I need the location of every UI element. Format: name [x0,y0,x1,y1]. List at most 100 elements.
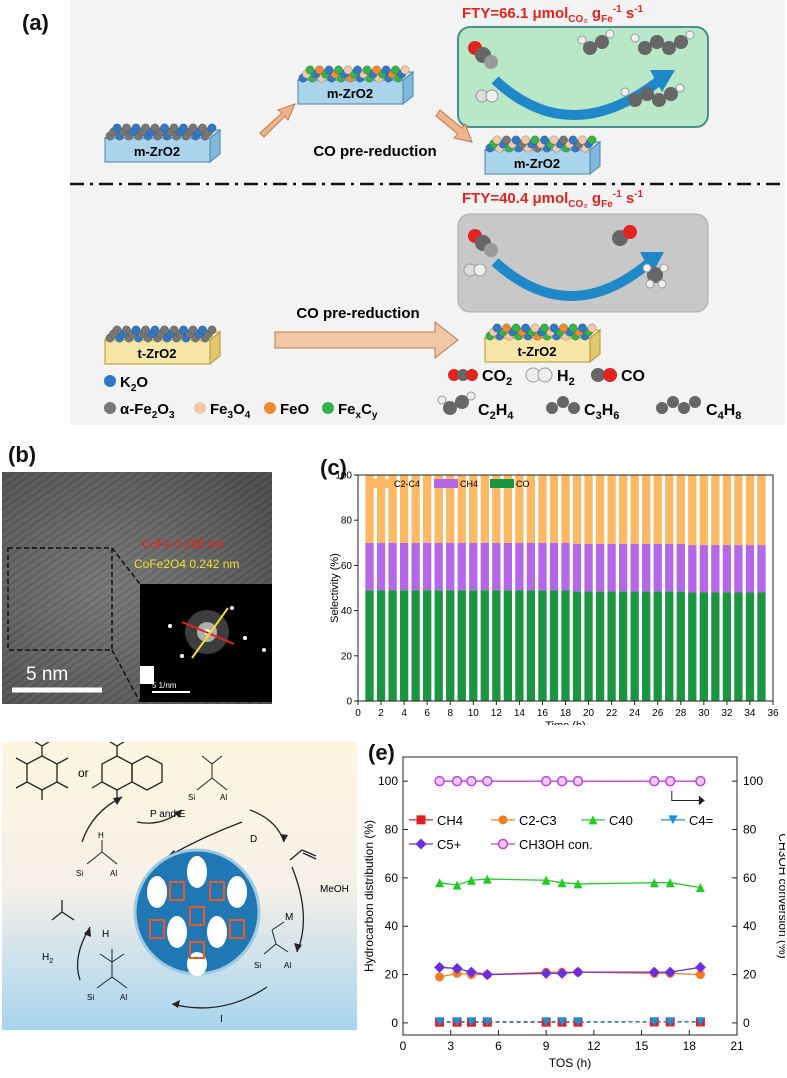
particle [305,65,315,75]
x-tick-label: 18 [560,708,572,719]
series-line [439,966,701,976]
x-tick-label: 28 [675,708,687,719]
bar-co [722,592,732,701]
bar-c2c4 [572,475,582,544]
x-tick-label: 4 [401,708,407,719]
particle [502,135,511,145]
data-point [481,969,493,981]
bar-ch4 [653,543,662,592]
legend-label-c2c3: C2-C3 [519,813,557,828]
x-tick-label: 22 [606,708,618,719]
panel-b-label: (b) [8,442,37,467]
intermediate-bottom [96,949,128,989]
bar-c2c4 [653,475,662,544]
particle [141,325,150,335]
x-tick-label: 30 [698,708,710,719]
bar-c2c4 [365,475,374,543]
series-line [439,971,701,978]
bar-ch4 [411,542,420,591]
bar-ch4 [757,545,766,593]
bar-c2c4 [745,475,755,546]
series-ch3ohcon [434,775,706,787]
y-tick-label: 0 [346,697,352,708]
bar-co [711,592,720,701]
data-point [557,1017,567,1027]
y-tick-label: 20 [385,968,399,982]
bar-ch4 [722,545,732,593]
legend-fe3o4-swatch [194,402,206,414]
data-point [665,1017,675,1027]
data-point [482,1017,492,1027]
particle [160,325,169,335]
legend-c4h8: C4H8 [706,402,741,422]
particle [179,325,188,335]
data-point [572,966,584,978]
svg-text:Al: Al [284,961,291,970]
particle [372,65,381,75]
bar-co [630,591,639,701]
intermediate-left [86,840,118,865]
legend-swatch-ch4 [434,479,458,488]
legend-label-meoh: CH3OH con. [519,837,593,852]
legend-swatch-c2c4 [368,479,392,488]
bar-co [469,590,478,701]
x-tick-label: 0 [355,708,361,719]
bar-ch4 [492,542,501,591]
y-tick-label: 60 [385,871,399,885]
chart-e-frame [402,756,738,1036]
h2-label: H2 [42,952,53,965]
y-tick-label: 20 [341,651,353,662]
bar-co [653,591,662,701]
y-tick-label: 40 [385,919,399,933]
svg-text:Al: Al [120,993,127,1002]
series-c2c3 [435,967,705,982]
bar-c2c4 [642,475,651,544]
bar-c2c4 [549,475,559,543]
bar-co [423,590,432,701]
particle [122,123,131,133]
particle [492,323,502,333]
bar-ch4 [434,542,443,591]
bar-c2c4 [399,475,409,543]
bar-c2c4 [757,475,766,546]
particles-m-top [298,65,410,83]
particle [112,123,122,133]
step-pe-label: P and E [150,809,186,820]
pre-reduction-bottom-label: CO pre-reduction [296,305,419,322]
bar-c2c4 [469,475,478,543]
svg-text:Si: Si [76,869,83,878]
bar-ch4 [688,545,697,593]
x-axis-label: TOS (h) [549,1056,591,1070]
data-point [482,874,492,884]
h2-molecule-bottom [463,263,487,277]
legend-c2h4: C2H4 [478,402,514,422]
data-point [573,1017,583,1027]
x-tick-label: 14 [514,708,526,719]
particle [207,123,217,133]
bar-co [376,590,386,701]
data-point [466,1017,476,1027]
data-point [415,838,427,850]
bar-ch4 [595,543,605,592]
y-tick-label: 80 [385,823,399,837]
bar-co [411,590,420,701]
curved-arrow-top-head [650,70,675,92]
particle [521,135,530,145]
bar-c2c4 [423,475,432,543]
particles-m-right [485,135,597,153]
legend-label-c2c4: C2-C4 [394,479,420,489]
bar-co [526,590,536,701]
particle [179,123,188,133]
bar-ch4 [480,542,489,591]
particle [334,65,343,75]
bar-ch4 [630,543,639,592]
bar-c2c4 [665,475,674,544]
particle [150,123,160,133]
y-tick-label: 80 [341,516,353,527]
bar-ch4 [457,542,466,591]
particle [169,123,179,133]
zeolite-framework-image [133,848,261,976]
bar-c2c4 [618,475,628,544]
particle [141,123,150,133]
reaction-box-bottom [457,213,709,313]
